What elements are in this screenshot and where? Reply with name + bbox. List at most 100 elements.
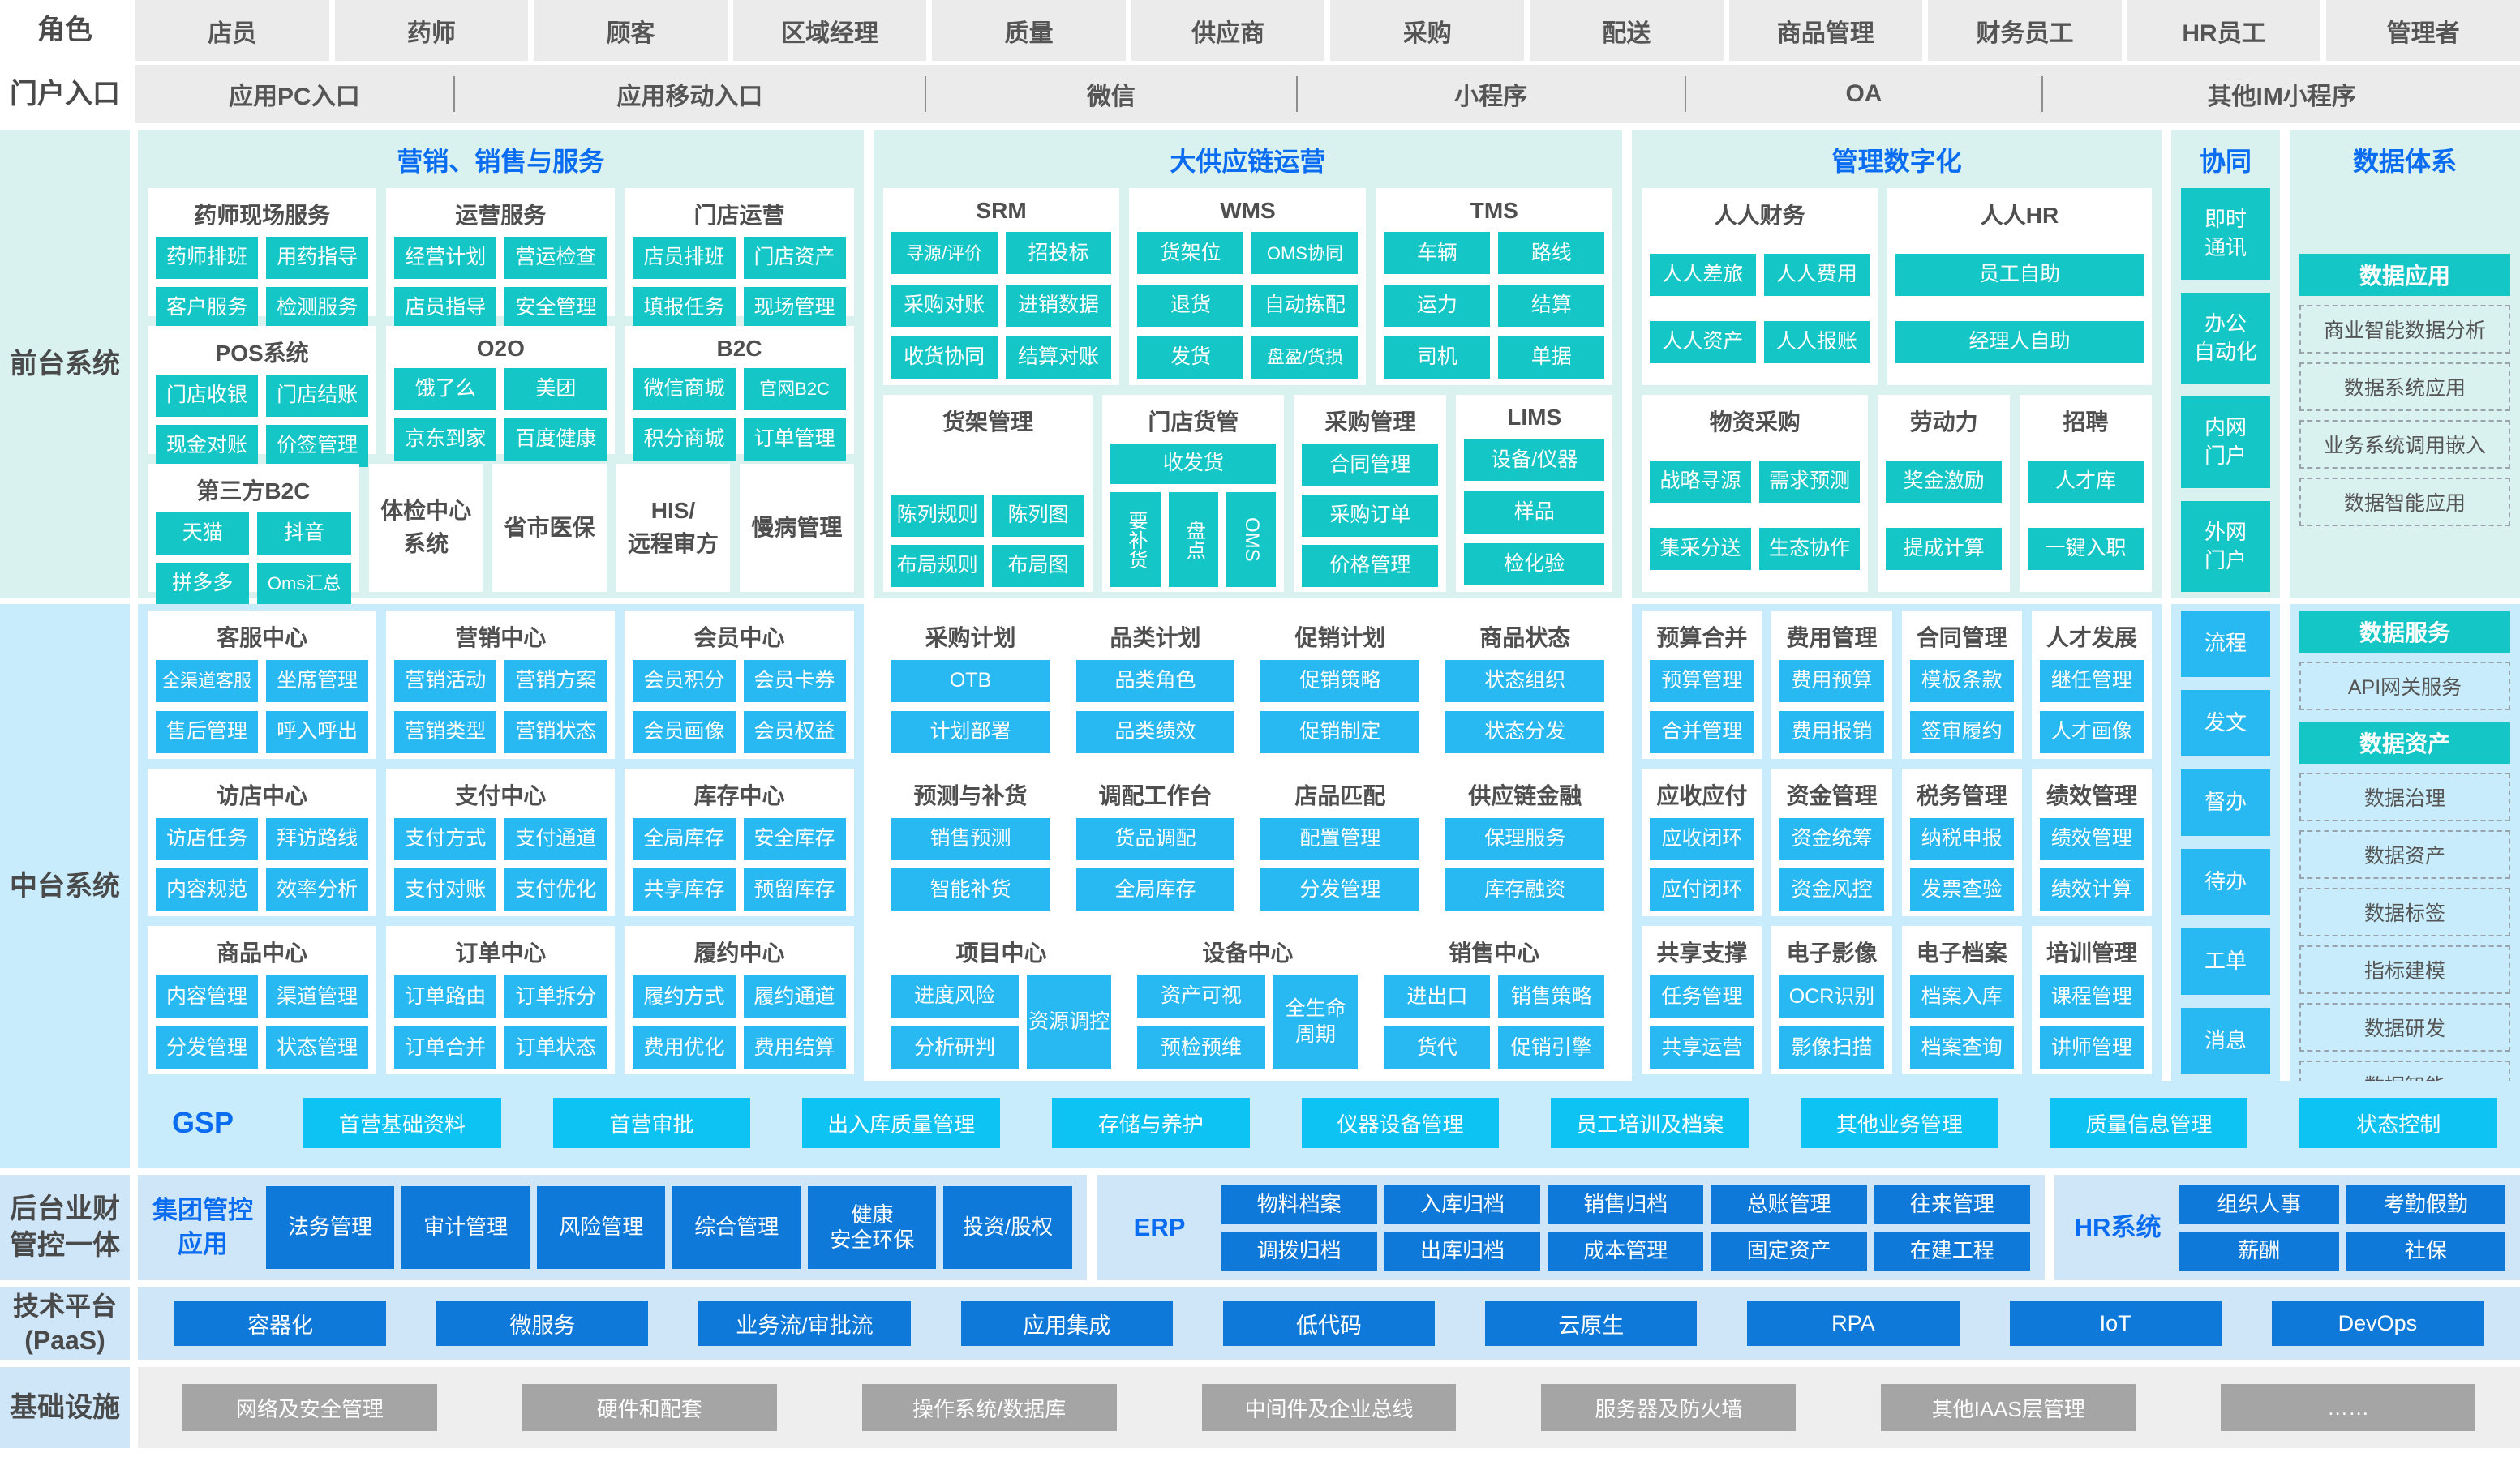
section-items: 纳税申报发票查验 bbox=[1909, 817, 2014, 912]
panel-title: 协同 bbox=[2199, 147, 2252, 176]
section-items: 促销策略促销制定 bbox=[1260, 659, 1420, 754]
section-title: 劳动力 bbox=[1909, 409, 1978, 435]
section-title: WMS bbox=[1220, 198, 1276, 223]
gsp-item: 其他业务管理 bbox=[1801, 1098, 1998, 1148]
diagram-item: 经理人自助 bbox=[1895, 321, 2144, 363]
section-items: 课程管理讲师管理 bbox=[2039, 975, 2144, 1069]
diagram-item: 档案入库 bbox=[1909, 975, 2014, 1018]
section: 应收应付应收闭环应付闭环 bbox=[1642, 768, 1762, 917]
data-group-header: 数据应用 bbox=[2299, 254, 2510, 296]
diagram-item: 内容规范 bbox=[156, 868, 259, 911]
diagram-item: 会员卡券 bbox=[743, 659, 846, 702]
paas-item: 业务流/审批流 bbox=[698, 1301, 911, 1346]
paas-item: 应用集成 bbox=[960, 1301, 1173, 1346]
gsp-item: 首营基础资料 bbox=[303, 1098, 501, 1148]
diagram-item: 风险管理 bbox=[537, 1186, 666, 1269]
diagram-item: 入库归档 bbox=[1384, 1185, 1541, 1224]
collab-item: 工单 bbox=[2181, 928, 2270, 995]
section: 门店运营店员排班门店资产填报任务现场管理 bbox=[625, 188, 854, 329]
section-title: POS系统 bbox=[215, 341, 309, 366]
section-title: 电子档案 bbox=[1916, 941, 2007, 966]
section: 访店中心访店任务拜访路线内容规范效率分析 bbox=[148, 768, 377, 917]
section-title: 绩效管理 bbox=[2046, 782, 2137, 808]
gsp-item: 员工培训及档案 bbox=[1551, 1098, 1749, 1148]
section-row: 商品中心内容管理渠道管理分发管理状态管理订单中心订单路由订单拆分订单合并订单状态… bbox=[148, 926, 854, 1075]
role-item: 质量 bbox=[932, 0, 1126, 61]
diagram-item: 积分商城 bbox=[633, 418, 736, 461]
diagram-item: 资源调控 bbox=[1026, 975, 1112, 1070]
diagram-item: 会员权益 bbox=[743, 710, 846, 753]
section: 营销中心营销活动营销方案营销类型营销状态 bbox=[386, 611, 616, 759]
gsp-item: 状态控制 bbox=[2299, 1098, 2498, 1148]
diagram-item: 绩效计算 bbox=[2039, 868, 2144, 911]
diagram-item: 支付通道 bbox=[504, 817, 607, 860]
diagram-item: 订单拆分 bbox=[504, 975, 607, 1018]
section-row: 项目中心进度风险分析研判资源调控设备中心资产可视预检预维全生命 周期销售中心进出… bbox=[883, 926, 1613, 1074]
diagram-item: 饿了么 bbox=[394, 368, 497, 410]
diagram-item: 盘点 bbox=[1168, 492, 1219, 587]
section-items: 预算管理合并管理 bbox=[1650, 659, 1754, 754]
diagram-item: 天猫 bbox=[156, 512, 250, 555]
section-title: 人人财务 bbox=[1714, 203, 1805, 228]
infra-item: 中间件及企业总线 bbox=[1201, 1384, 1457, 1431]
section-items: 内容管理渠道管理分发管理状态管理 bbox=[156, 975, 369, 1069]
diagram-item: 档案查询 bbox=[1909, 1026, 2014, 1069]
stacked-items: 资产可视预检预维 bbox=[1137, 975, 1265, 1070]
middle-panels: 客服中心全渠道客服坐席管理售后管理呼入呼出营销中心营销活动营销方案营销类型营销状… bbox=[138, 604, 2520, 1109]
diagram-item: 路线 bbox=[1498, 232, 1605, 275]
collab-item: 即时 通讯 bbox=[2181, 188, 2270, 280]
data-group-header: 数据资产 bbox=[2299, 722, 2510, 764]
diagram-item: 薪酬 bbox=[2179, 1231, 2339, 1271]
section: 电子档案档案入库档案查询 bbox=[1901, 926, 2022, 1075]
diagram-item: 促销引擎 bbox=[1498, 1026, 1605, 1069]
role-item: 顾客 bbox=[534, 0, 728, 61]
diagram-item: 履约方式 bbox=[633, 975, 736, 1018]
diagram-item: 进出口 bbox=[1384, 975, 1491, 1018]
section-items: 人才库一键入职 bbox=[2028, 444, 2144, 587]
diagram-item: 计划部署 bbox=[891, 710, 1050, 753]
section: 货架管理陈列规则陈列图布局规则布局图 bbox=[882, 395, 1093, 592]
section-items: 车辆路线运力结算司机单据 bbox=[1384, 230, 1605, 380]
diagram-item: 预算管理 bbox=[1650, 659, 1754, 702]
section: 支付中心支付方式支付通道支付对账支付优化 bbox=[386, 768, 616, 917]
back-panel-label: 集团管控 应用 bbox=[152, 1196, 253, 1258]
section: 培训管理课程管理讲师管理 bbox=[2031, 926, 2152, 1075]
section-title: 电子影像 bbox=[1786, 941, 1878, 966]
diagram-item: 一键入职 bbox=[2028, 528, 2144, 570]
diagram-item: 自动拣配 bbox=[1251, 284, 1359, 327]
panel-rows: 药师现场服务药师排班用药指导客户服务检测服务运营服务经营计划营运检查店员指导安全… bbox=[148, 188, 854, 605]
section-items: 支付方式支付通道支付对账支付优化 bbox=[394, 817, 607, 912]
diagram-item: 总账管理 bbox=[1711, 1185, 1867, 1224]
diagram-item: 纳税申报 bbox=[1909, 817, 2014, 860]
collab-items: 流程发文督办待办工单消息 bbox=[2181, 611, 2270, 1074]
diagram-item: 预检预维 bbox=[1137, 1026, 1265, 1070]
diagram-item: 效率分析 bbox=[266, 868, 369, 911]
section-items: 配置管理分发管理 bbox=[1260, 817, 1420, 912]
diagram-item: 员工自助 bbox=[1895, 254, 2144, 296]
section-title: 物资采购 bbox=[1709, 409, 1801, 435]
data-system-column: 数据体系数据应用商业智能数据分析数据系统应用业务系统调用嵌入数据智能应用 bbox=[2290, 130, 2520, 598]
portal-divider bbox=[2041, 76, 2044, 112]
diagram-item: 分析研判 bbox=[891, 1026, 1019, 1070]
group-control-apps-panel: 集团管控 应用法务管理审计管理风险管理综合管理健康 安全环保投资/股权 bbox=[138, 1175, 1087, 1280]
section-items: 状态组织状态分发 bbox=[1445, 659, 1605, 754]
diagram-item: 物料档案 bbox=[1221, 1185, 1377, 1224]
section: 履约中心履约方式履约通道费用优化费用结算 bbox=[625, 926, 854, 1075]
paas-item: 微服务 bbox=[436, 1301, 649, 1346]
diagram-item: 共享运营 bbox=[1650, 1026, 1754, 1069]
section-title: 促销计划 bbox=[1294, 625, 1386, 650]
section-items: 货品调配全局库存 bbox=[1075, 817, 1235, 912]
section-title: LIMS bbox=[1507, 405, 1562, 430]
diagram-item: 检测服务 bbox=[266, 287, 369, 329]
diagram-item: 固定资产 bbox=[1711, 1231, 1867, 1271]
back-panel-items: 物料档案入库归档销售归档总账管理往来管理调拨归档出库归档成本管理固定资产在建工程 bbox=[1221, 1185, 2031, 1271]
diagram-item: 车辆 bbox=[1384, 232, 1491, 275]
section-title: 门店货管 bbox=[1148, 409, 1239, 435]
marketing-sales-service-panel: 营销、销售与服务药师现场服务药师排班用药指导客户服务检测服务运营服务经营计划营运… bbox=[138, 130, 864, 605]
